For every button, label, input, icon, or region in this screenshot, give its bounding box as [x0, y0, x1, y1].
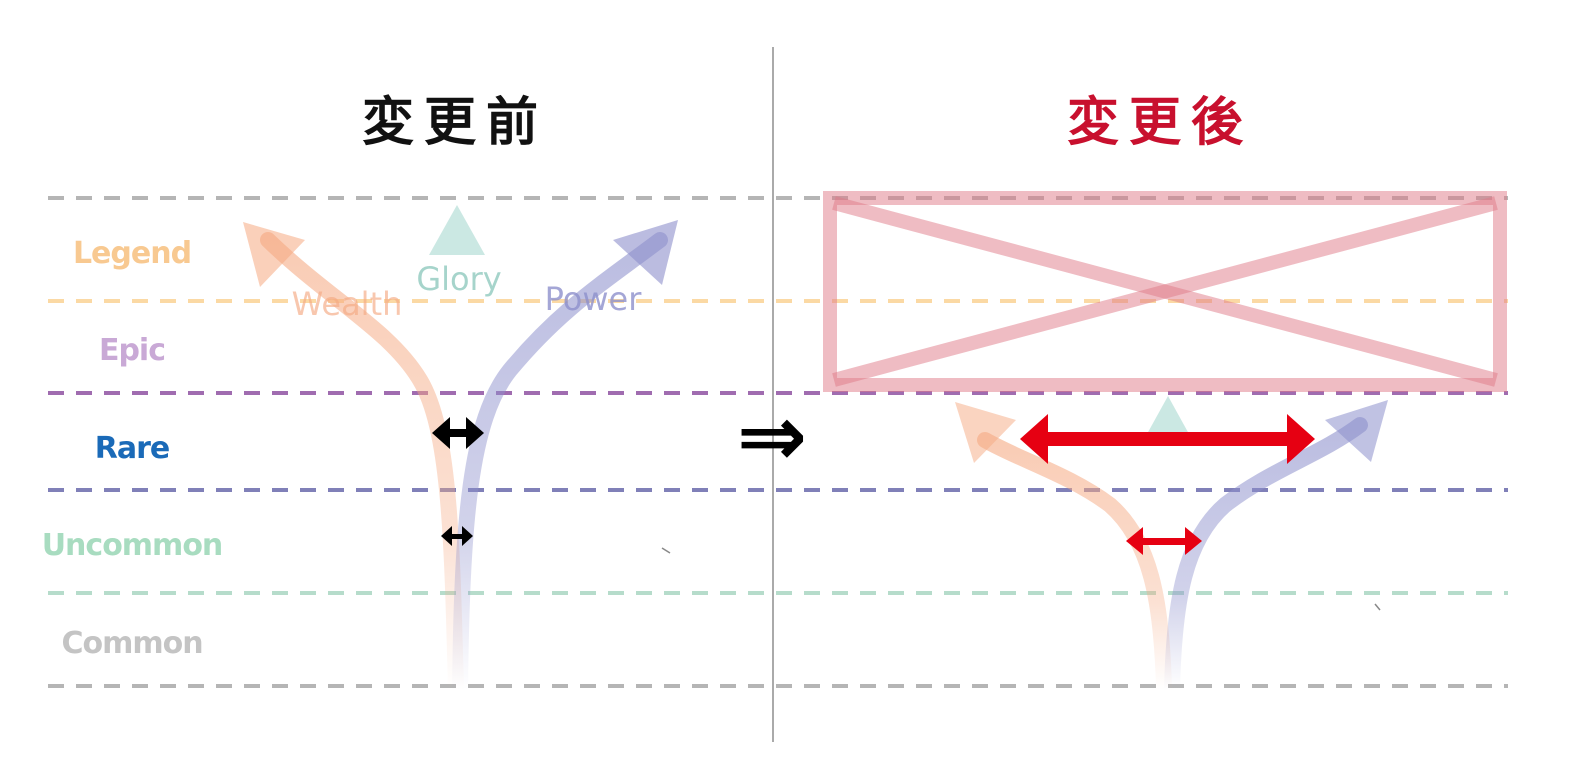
- before-gap-arrow-rare: [432, 417, 484, 449]
- title-after: 変更後: [1067, 93, 1253, 153]
- route-label-wealth: Wealth: [292, 285, 403, 323]
- power-route-arrow: [452, 232, 668, 698]
- removed-tiers-cross-box: [823, 191, 1507, 392]
- stray-tick-mark-after: [1374, 603, 1381, 611]
- tier-label-rare: Rare: [95, 431, 170, 466]
- tier-lines: [48, 196, 1508, 688]
- title-before: 変更前: [362, 93, 548, 153]
- glory-arrowhead: [429, 205, 485, 255]
- after-gap-arrow-uncommon: [1126, 527, 1202, 555]
- route-label-power: Power: [545, 280, 643, 318]
- after-gap-arrow-rare: [1020, 414, 1315, 464]
- power-route-arrow-after: [1164, 417, 1368, 698]
- power-arrowhead-after: [1325, 400, 1388, 462]
- change-arrow-icon: ⇒: [737, 387, 807, 485]
- after-routes: [955, 396, 1388, 698]
- before-routes: Wealth Glory Power: [243, 205, 678, 698]
- wealth-arrowhead: [243, 222, 305, 287]
- power-arrowhead: [613, 220, 678, 285]
- tier-label-common: Common: [61, 626, 202, 661]
- route-label-glory: Glory: [416, 260, 501, 298]
- before-gap-arrow-uncommon: [441, 526, 473, 546]
- wealth-route-arrow-after: [977, 432, 1172, 698]
- tier-label-epic: Epic: [99, 333, 165, 368]
- stray-tick-mark: [661, 547, 671, 554]
- wealth-arrowhead-after: [955, 402, 1016, 463]
- glory-arrowhead-after: [1147, 396, 1189, 434]
- tier-label-legend: Legend: [73, 236, 191, 271]
- tier-label-uncommon: Uncommon: [42, 528, 223, 563]
